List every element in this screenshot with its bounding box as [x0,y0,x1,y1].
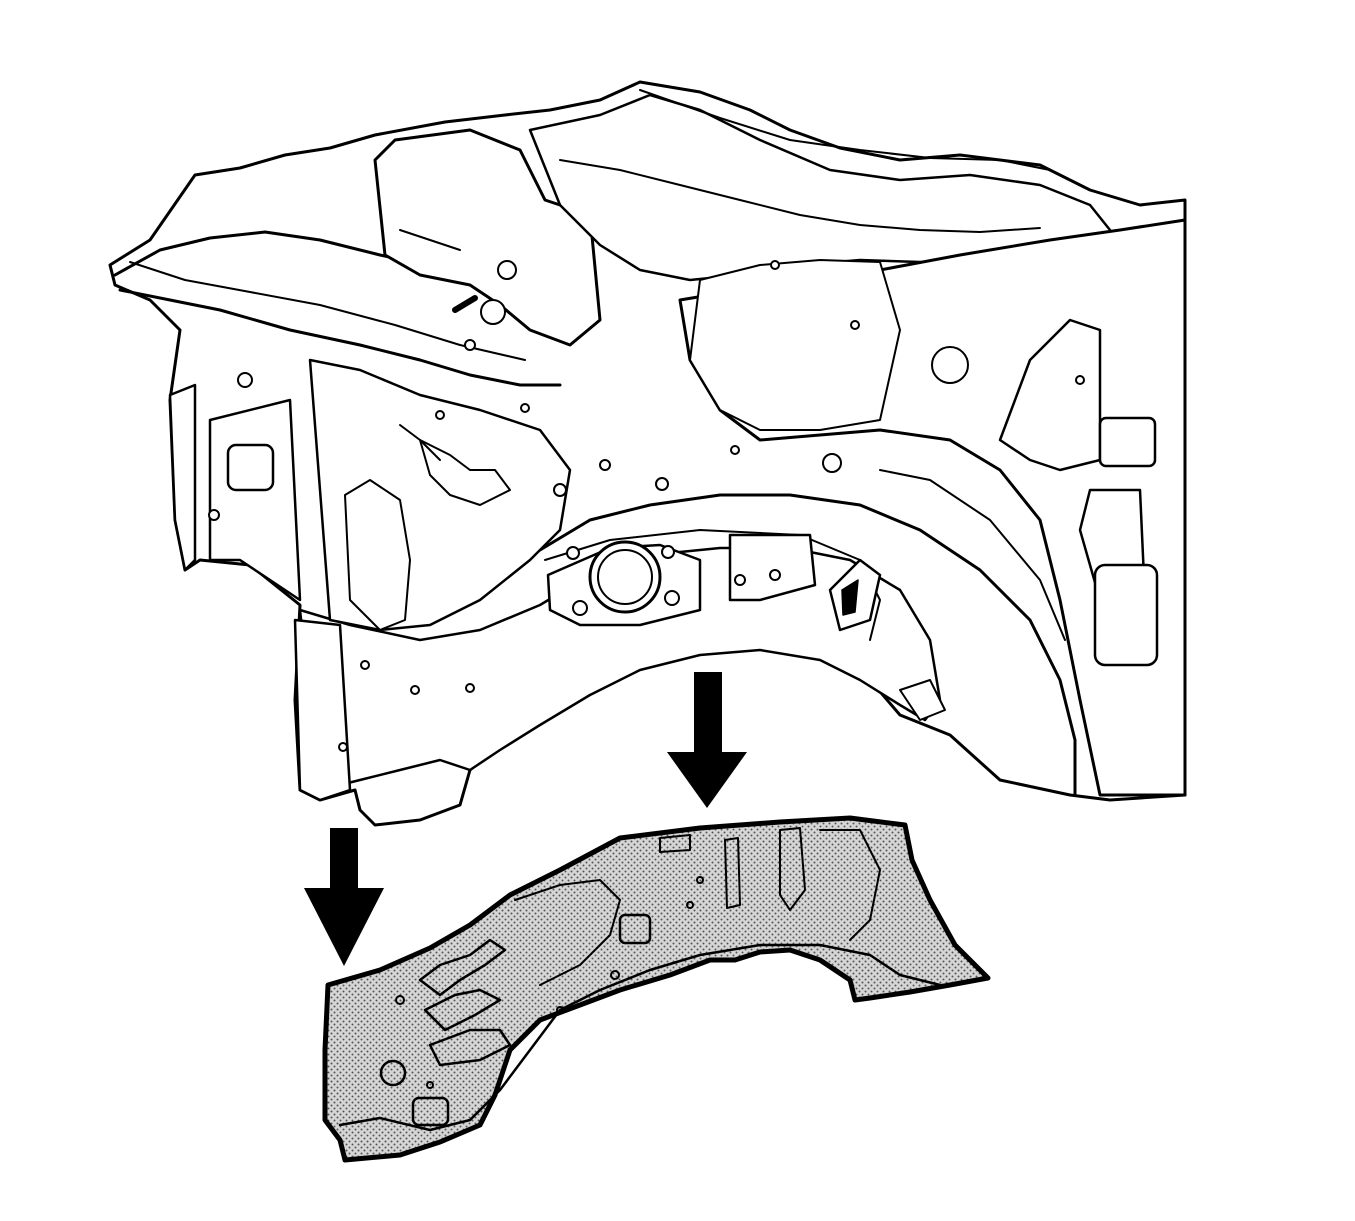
arrow-left [304,828,384,966]
body-structure-assembly [108,80,1187,827]
arrow-right [667,672,747,808]
wheelhouse-panel-highlighted [322,815,991,1163]
